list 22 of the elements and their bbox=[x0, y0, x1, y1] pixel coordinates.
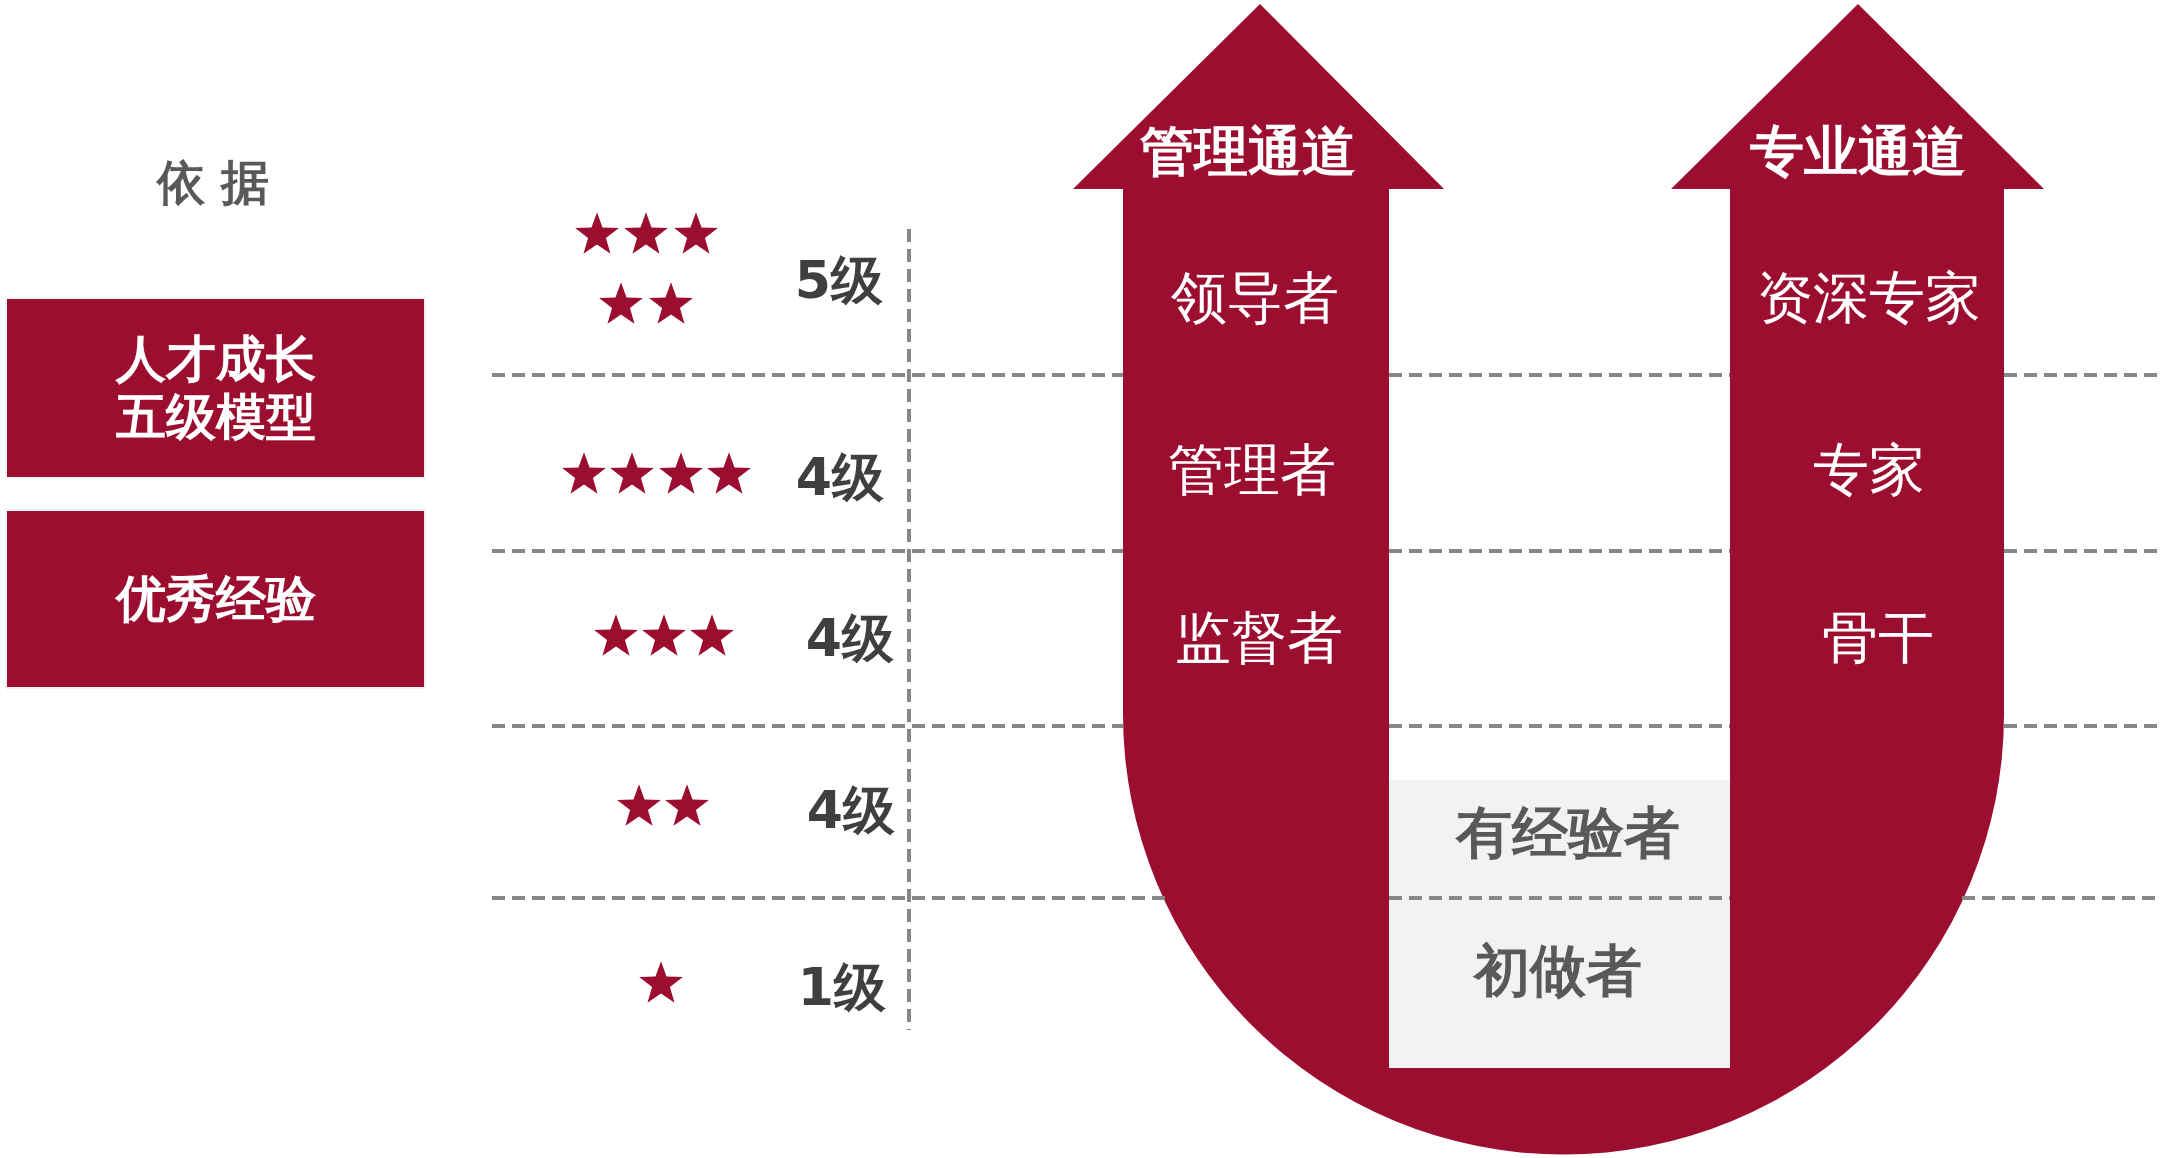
role-label: 专家 bbox=[1813, 437, 1925, 503]
level-label: 4级 bbox=[805, 609, 894, 669]
category-box bbox=[7, 299, 424, 477]
role-label: 资深专家 bbox=[1757, 265, 1981, 331]
category-box bbox=[7, 511, 424, 687]
level-label: 4级 bbox=[795, 448, 884, 508]
box-label: 优秀经验 bbox=[114, 570, 317, 628]
channel-heading: 专业通道 bbox=[1750, 120, 1966, 184]
level-label: 4级 bbox=[806, 781, 895, 841]
role-label: 领导者 bbox=[1171, 265, 1339, 331]
u-shaped-double-arrow bbox=[1073, 4, 2044, 1155]
channel-heading: 管理通道 bbox=[1140, 120, 1356, 184]
column-heading: 依 据 bbox=[156, 155, 270, 211]
role-label: 监督者 bbox=[1175, 605, 1343, 671]
role-label: 管理者 bbox=[1168, 437, 1336, 503]
role-label: 有经验者 bbox=[1456, 800, 1680, 866]
entry-level-panel bbox=[1389, 780, 1730, 1068]
role-label: 骨干 bbox=[1822, 605, 1934, 671]
level-label: 1级 bbox=[797, 958, 886, 1018]
level-label: 5级 bbox=[794, 251, 883, 311]
role-label: 初做者 bbox=[1474, 938, 1642, 1004]
box-label: 人才成长五级模型 bbox=[114, 330, 317, 446]
